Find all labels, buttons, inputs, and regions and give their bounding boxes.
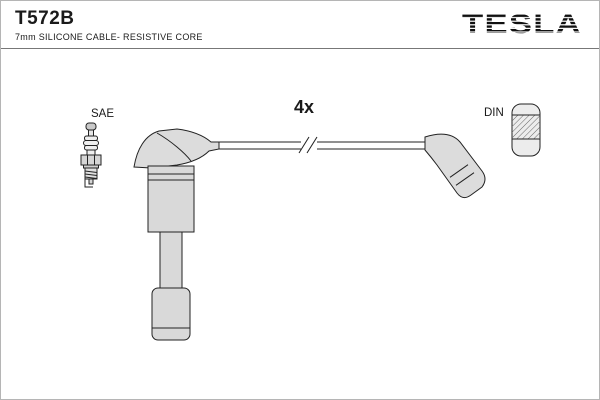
boot-cap	[133, 128, 220, 169]
plug-thread-line	[84, 170, 98, 173]
plug-thread-line	[84, 176, 98, 179]
tesla-logo: TESLA	[462, 11, 582, 39]
product-description: 7mm SILICONE CABLE- RESISTIVE CORE	[15, 32, 203, 42]
plug-thread-line	[84, 173, 98, 176]
plug-insulator-rib	[84, 135, 98, 141]
plug-boot-drawing	[133, 128, 220, 341]
plug-insulator-rib	[83, 140, 99, 146]
boot-lower-cylinder	[151, 287, 191, 341]
ignition-cable-diagram: SAE 4x	[80, 97, 541, 341]
din-terminal-drawing	[511, 103, 541, 157]
spark-plug-drawing	[80, 122, 102, 188]
boot-cap-contour	[156, 132, 192, 162]
din-terminal-knurling	[512, 115, 540, 139]
cable-break-mark	[306, 136, 318, 154]
sae-label: SAE	[91, 108, 114, 120]
tesla-logo-text: TESLA	[462, 11, 582, 39]
plug-terminal-nut	[85, 122, 97, 131]
plug-insulator-lower	[86, 149, 96, 156]
plug-insulator-rib	[84, 145, 98, 151]
plug-hex-nut	[80, 154, 102, 166]
quantity-label: 4x	[294, 97, 314, 117]
boot-cuff-rib	[449, 164, 469, 178]
boot-upper-cylinder	[147, 165, 195, 233]
plug-center-electrode	[88, 178, 94, 185]
header: T572B 7mm SILICONE CABLE- RESISTIVE CORE…	[1, 1, 599, 49]
cable-break-mark	[298, 136, 310, 154]
part-number: T572B	[15, 8, 75, 29]
boot-shaft	[159, 231, 183, 289]
distributor-boot-drawing	[424, 133, 486, 199]
header-left: T572B 7mm SILICONE CABLE- RESISTIVE CORE	[15, 8, 203, 43]
plug-ground-electrode	[84, 179, 93, 188]
cable-drawing	[219, 136, 427, 154]
distributor-boot-body	[424, 133, 486, 199]
boot-cuff-rib	[455, 172, 475, 186]
plug-stem	[88, 129, 94, 137]
din-label: DIN	[484, 107, 504, 119]
